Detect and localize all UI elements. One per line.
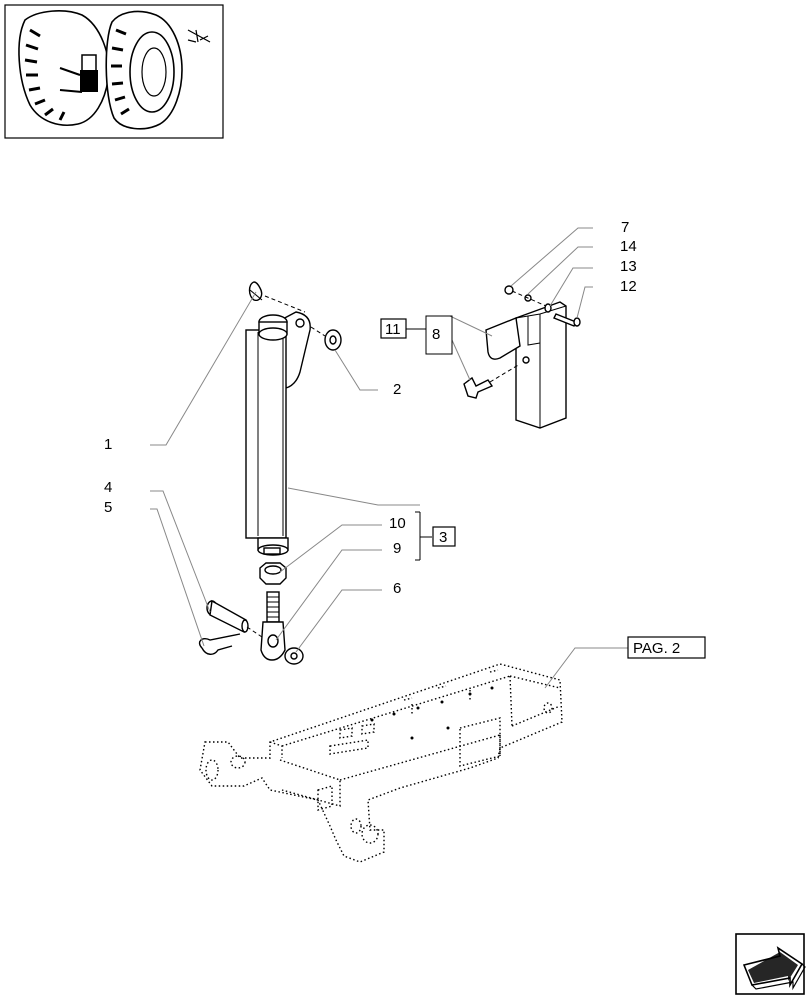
nut-10 [259, 562, 287, 585]
group-box-11-label: 11 [385, 321, 401, 338]
spring-clip-top [248, 281, 263, 302]
group-box-3: 3 [432, 526, 456, 547]
callout-6: 6 [393, 580, 401, 597]
group-box-3-label: 3 [439, 529, 447, 546]
clevis-pin-4 [206, 599, 249, 634]
support-post [245, 311, 311, 556]
callout-14: 14 [620, 238, 637, 255]
callout-7: 7 [621, 219, 629, 236]
tractor-frame [199, 663, 563, 863]
bracket-assembly [463, 285, 581, 429]
leader-lines [150, 227, 628, 689]
callout-13: 13 [620, 258, 637, 275]
callout-10: 10 [389, 515, 406, 532]
washer-2 [324, 329, 342, 351]
callout-4: 4 [104, 479, 112, 496]
callout-8: 8 [432, 326, 440, 343]
page-reference-box[interactable]: PAG. 2 [627, 636, 706, 659]
washer-6 [284, 647, 304, 665]
r-clip-5 [198, 633, 241, 655]
group-box-11: 11 [380, 315, 453, 355]
eye-bolt-9 [260, 591, 286, 661]
callout-12: 12 [620, 278, 637, 295]
callout-1: 1 [104, 436, 112, 453]
next-page-arrow-icon[interactable] [735, 933, 806, 995]
callout-2: 2 [393, 381, 401, 398]
callout-9: 9 [393, 540, 401, 557]
tractor-thumbnail-icon [4, 4, 224, 139]
callout-5: 5 [104, 499, 112, 516]
page-reference-label: PAG. 2 [633, 640, 680, 657]
